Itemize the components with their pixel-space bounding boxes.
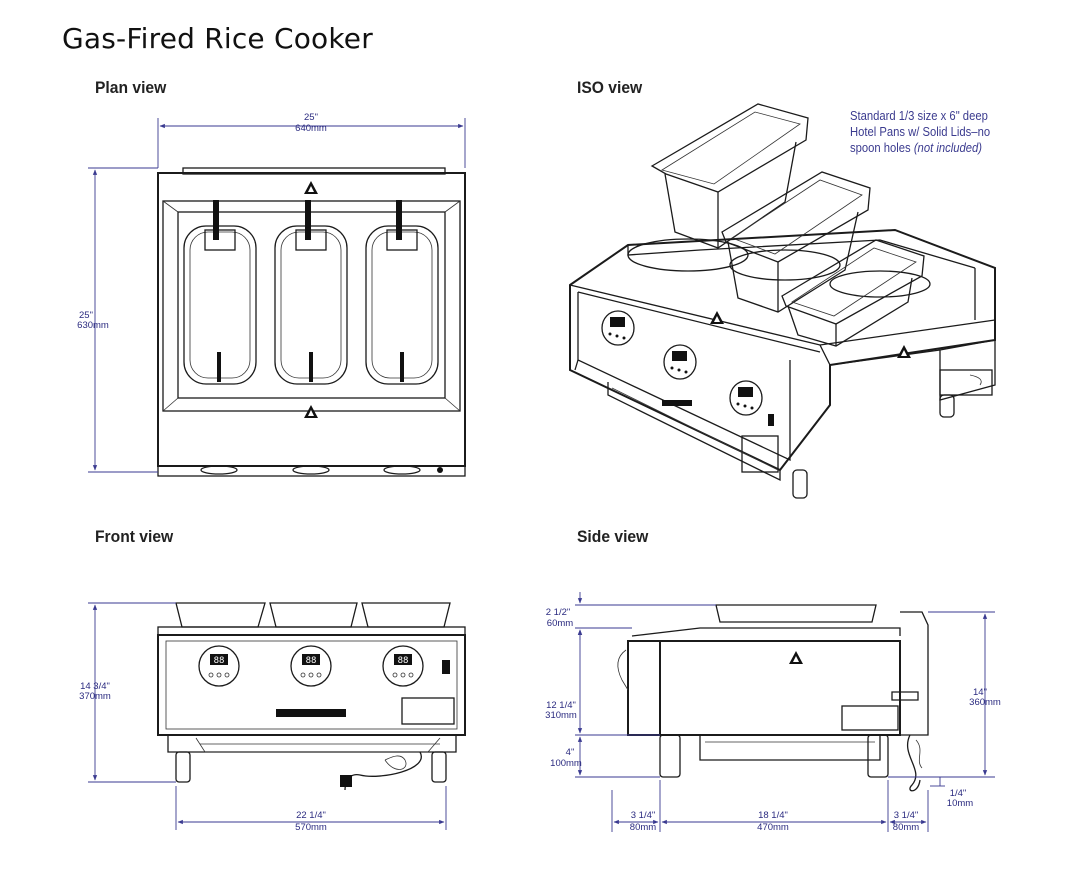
front-height-dimension: 14 3/4" 370mm (79, 602, 176, 783)
plan-width-in: 25" (304, 112, 318, 123)
front-data-plate (401, 697, 455, 725)
side-foot-in: 1/4" (950, 788, 967, 799)
plan-view: 25" 640mm 25" 630mm (77, 112, 466, 477)
side-view-label: Side view (577, 527, 649, 546)
front-height-in: 14 3/4" (80, 681, 110, 692)
side-view: 2 1/2" 60mm 12 1/4" 310mm 4" 100mm 14" 3… (545, 592, 1001, 833)
front-width-mm: 570mm (295, 822, 327, 833)
iso-hotel-pan-2 (721, 171, 871, 313)
front-display-1: 88 (198, 645, 240, 687)
side-left-in: 3 1/4" (631, 810, 656, 821)
plan-well-1 (183, 200, 257, 385)
side-total-in: 14" (973, 687, 987, 698)
side-mid-in: 18 1/4" (758, 810, 788, 821)
side-top-dimension: 2 1/2" 60mm (546, 592, 716, 640)
iso-view-label: ISO view (577, 78, 643, 97)
iso-brand-plate (662, 400, 692, 406)
side-right-in: 3 1/4" (894, 810, 919, 821)
side-bottom-dimensions: 3 1/4" 80mm 18 1/4" 470mm 3 1/4" 80mm (611, 780, 929, 833)
front-height-mm: 370mm (79, 691, 111, 702)
plan-well-2 (274, 200, 348, 385)
side-body-dimension: 12 1/4" 310mm (545, 629, 660, 736)
warning-icon (710, 311, 724, 324)
warning-icon (897, 345, 911, 358)
iso-display-2 (663, 344, 697, 380)
plan-depth-in: 25" (79, 310, 93, 321)
front-display-3: 88 (382, 645, 424, 687)
iso-data-plate (741, 435, 779, 473)
front-display-digits: 88 (398, 656, 409, 666)
iso-display-3 (729, 380, 763, 416)
side-foot-dimension: 1/4" 10mm (930, 777, 973, 809)
plan-depth-mm: 630mm (77, 320, 109, 331)
iso-display-1 (601, 310, 635, 346)
side-leg-mm: 100mm (550, 758, 582, 769)
page-title: Gas-Fired Rice Cooker (62, 22, 373, 55)
pan-note: Standard 1/3 size x 6" deep Hotel Pans w… (850, 108, 990, 156)
side-leg-dimension: 4" 100mm (550, 736, 660, 778)
plan-width-mm: 640mm (295, 123, 327, 134)
side-left-mm: 80mm (630, 822, 656, 833)
side-right-mm: 80mm (893, 822, 919, 833)
iso-hotel-pan-3 (781, 239, 925, 347)
front-view: 88 88 88 14 (79, 602, 466, 833)
pan-note-line1: Standard 1/3 size x 6" deep (850, 109, 988, 123)
side-total-dimension: 14" 360mm (888, 611, 1001, 778)
front-display-2: 88 (290, 645, 332, 687)
front-width-dimension: 22 1/4" 570mm (175, 786, 447, 833)
warning-icon (789, 651, 803, 664)
pan-note-line2: Hotel Pans w/ Solid Lids–no (850, 125, 991, 139)
pan-note-line3: spoon holes (850, 141, 911, 155)
side-total-mm: 360mm (969, 697, 1001, 708)
front-width-in: 22 1/4" (296, 810, 326, 821)
side-top-mm: 60mm (547, 618, 573, 629)
side-leg-in: 4" (566, 747, 575, 758)
plan-depth-dimension: 25" 630mm (77, 167, 158, 473)
iso-hotel-pan-1 (650, 103, 809, 249)
warning-icon (304, 181, 318, 194)
side-body-in: 12 1/4" (546, 700, 576, 711)
plan-well-3 (365, 200, 439, 385)
pan-note-italic: (not included) (913, 141, 982, 155)
front-brand-plate (276, 709, 346, 717)
iso-view (569, 103, 996, 499)
side-mid-mm: 470mm (757, 822, 789, 833)
plan-width-dimension: 25" 640mm (157, 112, 466, 168)
front-power-switch (442, 660, 450, 674)
plan-view-label: Plan view (95, 78, 167, 97)
front-display-digits: 88 (306, 656, 317, 666)
side-body-mm: 310mm (545, 710, 577, 721)
iso-switch (768, 414, 774, 426)
front-display-digits: 88 (214, 656, 225, 666)
side-foot-mm: 10mm (947, 798, 973, 809)
front-view-label: Front view (95, 527, 174, 546)
side-top-in: 2 1/2" (546, 607, 571, 618)
